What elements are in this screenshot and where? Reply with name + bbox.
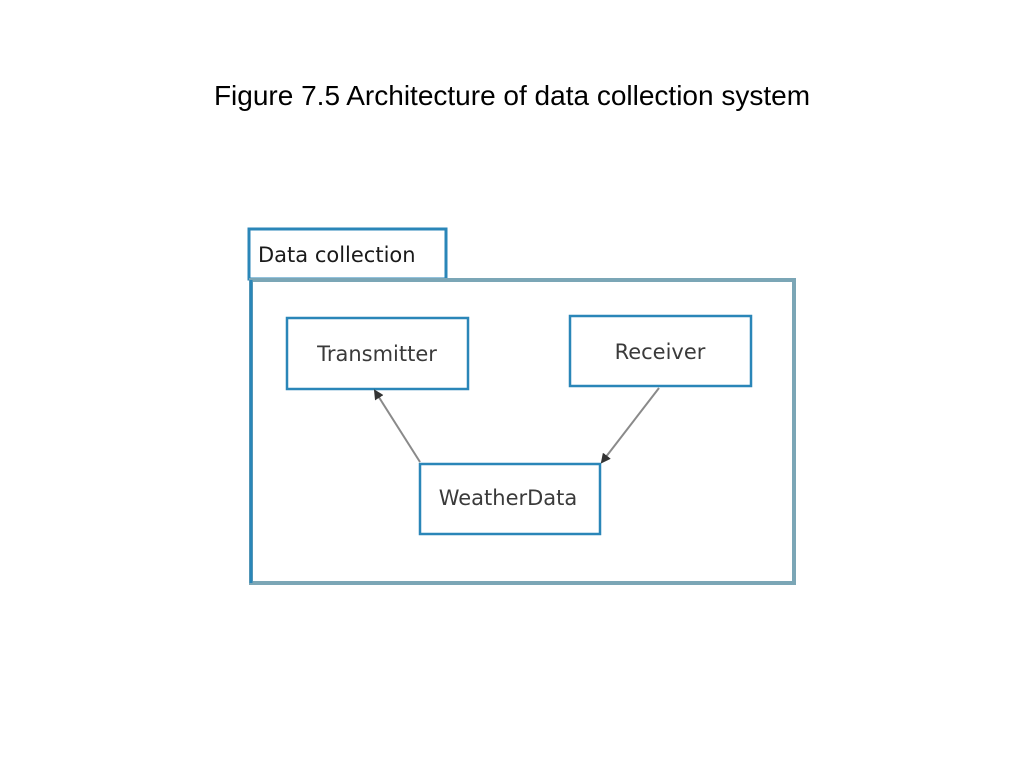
arrow-weatherdata-to-transmitter xyxy=(373,389,421,463)
package-label: Data collection xyxy=(258,243,416,267)
transmitter-component: Transmitter xyxy=(285,316,470,391)
weatherdata-label: WeatherData xyxy=(439,486,578,510)
package-tab: Data collection xyxy=(247,227,448,281)
receiver-label: Receiver xyxy=(615,340,706,364)
transmitter-label: Transmitter xyxy=(316,342,437,366)
figure-title: Figure 7.5 Architecture of data collecti… xyxy=(213,80,811,111)
weatherdata-component: WeatherData xyxy=(418,462,602,536)
receiver-component: Receiver xyxy=(568,314,753,388)
arrow-receiver-to-weatherdata xyxy=(600,387,660,464)
